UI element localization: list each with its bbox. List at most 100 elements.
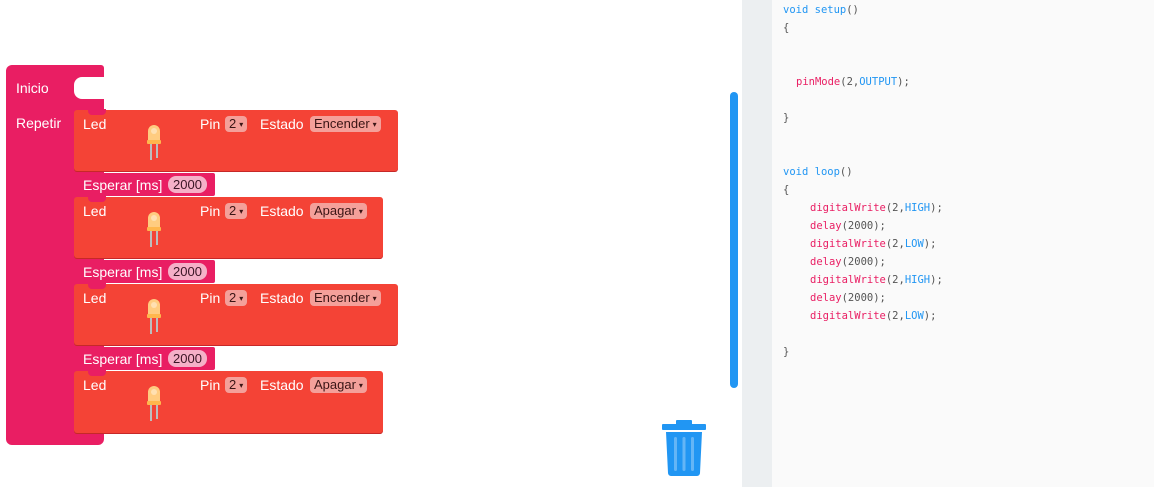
- code-line-close: }: [783, 346, 790, 358]
- estado-value: Apagar: [314, 377, 356, 392]
- code-line-statement: digitalWrite(2,HIGH);: [810, 201, 943, 215]
- code-constant: HIGH: [904, 274, 931, 286]
- code-line-open: {: [783, 22, 790, 34]
- code-paren: (): [839, 166, 853, 178]
- code-args: (2000);: [841, 256, 886, 268]
- estado-value: Apagar: [314, 203, 356, 218]
- led-bulb-icon: [147, 386, 161, 421]
- code-args: );: [923, 310, 937, 322]
- led-bulb-icon: [147, 299, 161, 334]
- workspace-scrollbar[interactable]: [730, 92, 738, 388]
- code-keyword: void: [783, 4, 809, 16]
- code-panel[interactable]: void setup() { pinMode(2,OUTPUT); } void…: [772, 0, 1154, 487]
- led-block[interactable]: Led Pin 2▾ Estado Encender▾: [74, 109, 398, 171]
- code-constant: OUTPUT: [859, 76, 898, 88]
- pin-dropdown[interactable]: 2▾: [225, 203, 248, 219]
- dropdown-arrow-icon: ▾: [358, 207, 363, 216]
- wait-ms-input[interactable]: 2000: [168, 263, 207, 280]
- code-args: );: [930, 274, 943, 286]
- code-args: (2000);: [841, 220, 886, 232]
- pin-label: Pin: [200, 116, 221, 132]
- code-gutter: [742, 0, 772, 487]
- wait-ms-input[interactable]: 2000: [168, 350, 207, 367]
- code-line-close: }: [783, 112, 790, 124]
- led-label: Led: [83, 377, 107, 393]
- code-function-call: digitalWrite: [810, 202, 886, 214]
- pin-value: 2: [229, 290, 237, 305]
- blocks-workspace[interactable]: Inicio Repetir Led Pin 2▾ Estado Encende…: [0, 0, 742, 487]
- pin-dropdown[interactable]: 2▾: [225, 116, 248, 132]
- code-line-statement: delay(2000);: [810, 219, 886, 233]
- code-args: (2,: [885, 274, 905, 286]
- code-keyword: void: [783, 166, 809, 178]
- code-function-call: digitalWrite: [810, 238, 886, 250]
- estado-label: Estado: [260, 377, 304, 393]
- estado-dropdown[interactable]: Encender▾: [310, 116, 381, 132]
- wait-block[interactable]: Esperar [ms] 2000: [74, 173, 215, 196]
- code-line-loop: void loop(): [783, 165, 853, 179]
- estado-value: Encender: [314, 116, 370, 131]
- code-line-statement: digitalWrite(2,LOW);: [810, 309, 936, 323]
- code-args: );: [897, 76, 910, 88]
- led-label: Led: [83, 203, 107, 219]
- led-block[interactable]: Led Pin 2▾ Estado Encender▾: [74, 283, 398, 345]
- code-args: (2000);: [841, 292, 886, 304]
- estado-value: Encender: [314, 290, 370, 305]
- code-line-statement: digitalWrite(2,HIGH);: [810, 273, 943, 287]
- code-args: (2,: [840, 76, 860, 88]
- dropdown-arrow-icon: ▾: [372, 294, 377, 303]
- pin-label: Pin: [200, 377, 221, 393]
- pin-value: 2: [229, 377, 237, 392]
- wait-label: Esperar [ms]: [83, 351, 163, 367]
- code-args: );: [923, 238, 937, 250]
- dropdown-arrow-icon: ▾: [372, 120, 377, 129]
- led-bulb-icon: [147, 125, 161, 160]
- pin-label: Pin: [200, 290, 221, 306]
- wait-block[interactable]: Esperar [ms] 2000: [74, 260, 215, 283]
- led-label: Led: [83, 116, 107, 132]
- trash-icon[interactable]: [662, 420, 706, 476]
- code-constant: LOW: [904, 238, 924, 250]
- inicio-block-corner: [96, 65, 104, 77]
- pin-value: 2: [229, 116, 237, 131]
- code-line-statement: delay(2000);: [810, 291, 886, 305]
- wait-ms-input[interactable]: 2000: [168, 176, 207, 193]
- dropdown-arrow-icon: ▾: [239, 207, 244, 216]
- dropdown-arrow-icon: ▾: [239, 381, 244, 390]
- code-function-call: delay: [810, 256, 842, 268]
- led-bulb-icon: [147, 212, 161, 247]
- inicio-label: Inicio: [16, 80, 49, 96]
- dropdown-arrow-icon: ▾: [358, 381, 363, 390]
- code-args: (2,: [885, 310, 905, 322]
- code-line-statement: delay(2000);: [810, 255, 886, 269]
- dropdown-arrow-icon: ▾: [239, 120, 244, 129]
- wait-block[interactable]: Esperar [ms] 2000: [74, 347, 215, 370]
- wait-label: Esperar [ms]: [83, 264, 163, 280]
- code-function-call: digitalWrite: [810, 310, 886, 322]
- code-line-statement: digitalWrite(2,LOW);: [810, 237, 936, 251]
- code-args: (2,: [885, 202, 905, 214]
- estado-dropdown[interactable]: Apagar▾: [310, 203, 367, 219]
- code-function-call: digitalWrite: [810, 274, 886, 286]
- code-function-name: loop: [814, 166, 840, 178]
- pin-dropdown[interactable]: 2▾: [225, 377, 248, 393]
- wait-label: Esperar [ms]: [83, 177, 163, 193]
- estado-dropdown[interactable]: Apagar▾: [310, 377, 367, 393]
- code-line-setup: void setup(): [783, 3, 859, 17]
- led-block[interactable]: Led Pin 2▾ Estado Apagar▾: [74, 370, 383, 433]
- estado-label: Estado: [260, 203, 304, 219]
- pin-label: Pin: [200, 203, 221, 219]
- estado-dropdown[interactable]: Encender▾: [310, 290, 381, 306]
- pin-value: 2: [229, 203, 237, 218]
- led-block[interactable]: Led Pin 2▾ Estado Apagar▾: [74, 196, 383, 258]
- led-label: Led: [83, 290, 107, 306]
- code-args: (2,: [885, 238, 905, 250]
- pin-dropdown[interactable]: 2▾: [225, 290, 248, 306]
- inicio-block-notch: [74, 77, 108, 99]
- code-line-pinmode: pinMode(2,OUTPUT);: [796, 75, 910, 89]
- code-function-name: setup: [814, 4, 847, 16]
- code-line-open: {: [783, 184, 790, 196]
- code-constant: LOW: [904, 310, 924, 322]
- dropdown-arrow-icon: ▾: [239, 294, 244, 303]
- code-function-call: delay: [810, 220, 842, 232]
